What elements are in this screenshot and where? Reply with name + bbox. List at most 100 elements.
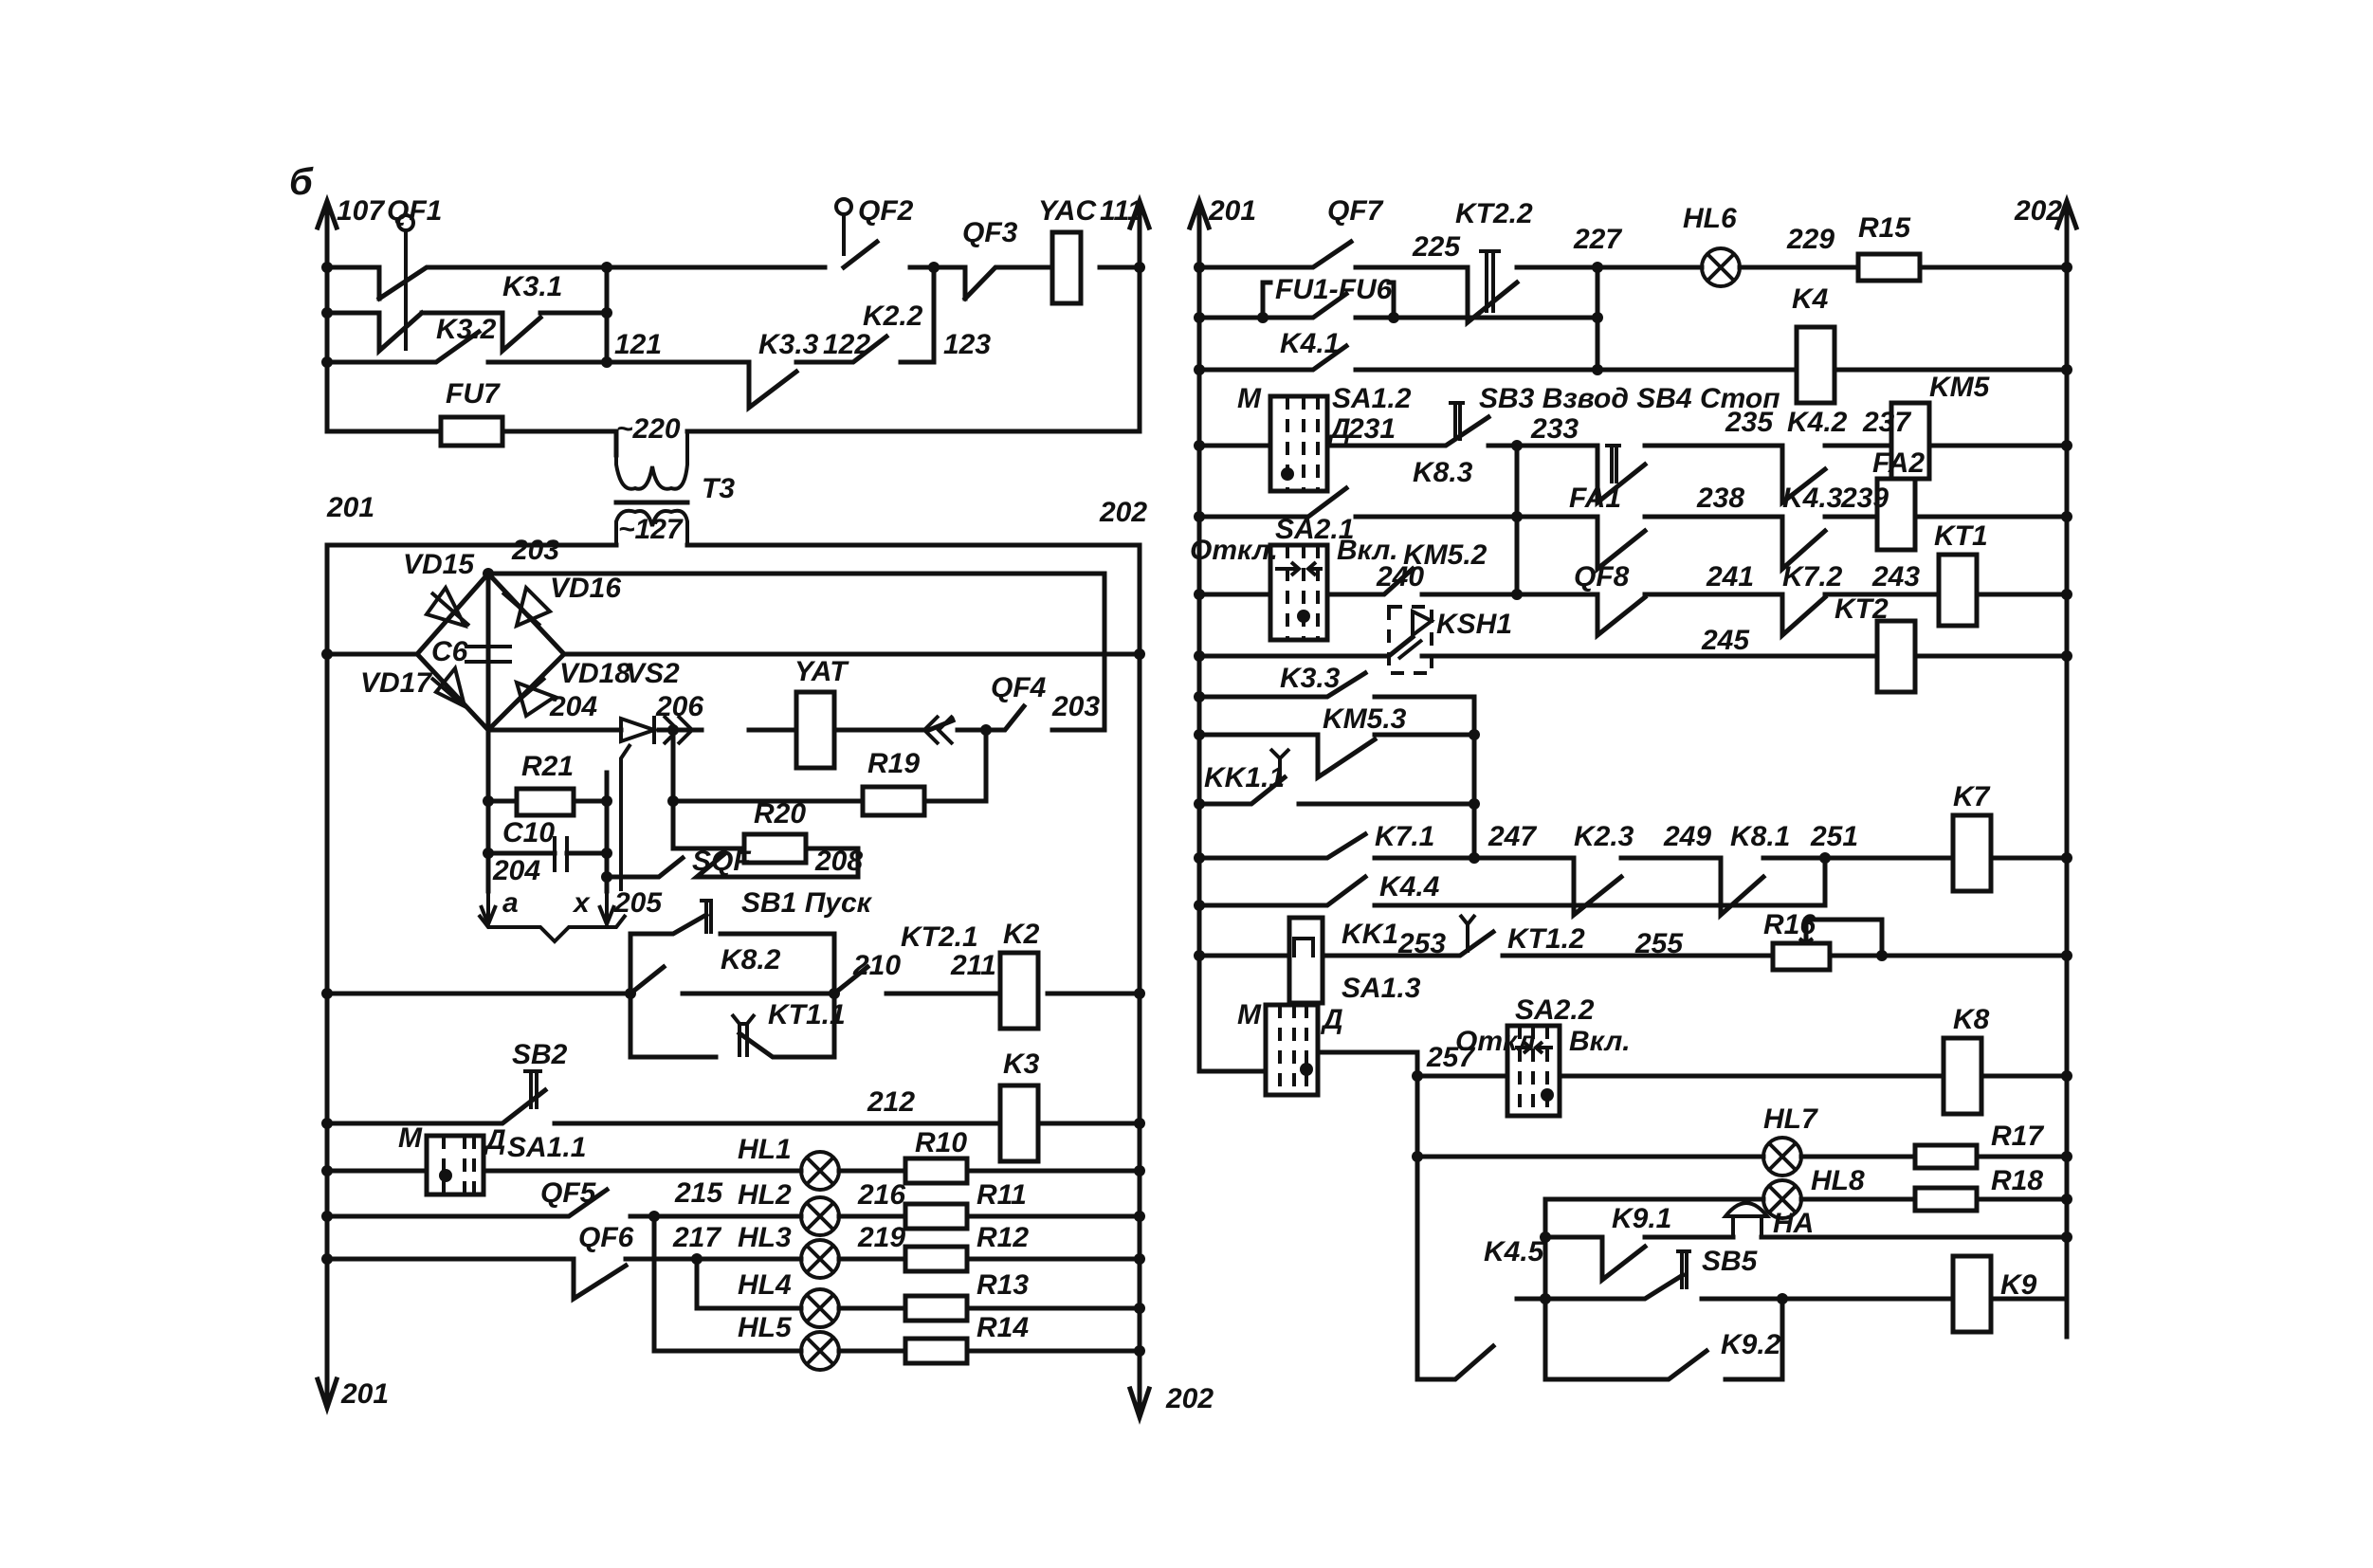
bus-201-right-vertical	[1186, 193, 1213, 1074]
thyristor-vs2	[619, 716, 661, 891]
label-k2: K2	[1003, 919, 1040, 950]
yac-coil	[1050, 229, 1084, 306]
k3-row-wire-2	[324, 1086, 1142, 1126]
label-sqf: SQF	[692, 846, 751, 877]
label-r14: R14	[977, 1312, 1029, 1343]
label-otkl-1: Откл.	[1190, 535, 1278, 566]
k7-row-wire	[1471, 855, 2070, 921]
label-r12: R12	[977, 1222, 1029, 1253]
k9-coil	[1950, 1253, 1994, 1335]
k8-row-wire	[1315, 1049, 2070, 1382]
t3-secondary-coil	[614, 508, 689, 545]
lamps-left	[799, 1150, 841, 1372]
k4-4-row-wire	[1196, 873, 1828, 908]
label-c10: C10	[502, 817, 555, 848]
kt1-row-wire	[1196, 514, 2070, 641]
label-sa1-3: SA1.3	[1342, 973, 1421, 1004]
kk1-1-thermal-mark	[1269, 747, 1291, 787]
hl8-row-wire	[1542, 1196, 2070, 1373]
label-x: x	[572, 887, 591, 919]
k4-coil	[1794, 324, 1837, 406]
label-kt1-2: KT1.2	[1507, 923, 1585, 955]
sa2-2-arrows	[1515, 1040, 1553, 1055]
label-kt1-1: KT1.1	[768, 999, 846, 1030]
sa1-1-position-dot	[439, 1169, 452, 1182]
c10-capacitor	[553, 836, 569, 872]
junctions-right	[1194, 262, 2072, 1304]
t3-primary-coil	[614, 431, 689, 491]
label-hl4: HL4	[738, 1269, 792, 1301]
label-node-238: 238	[1696, 483, 1744, 514]
label-vkl-2: Вкл.	[1569, 1026, 1631, 1057]
label-d-2: Д	[1320, 1004, 1343, 1035]
label-hl8: HL8	[1811, 1165, 1865, 1196]
label-km5-3: KM5.3	[1323, 703, 1407, 735]
yat-coil	[794, 689, 837, 771]
ksh1-symbol	[1396, 608, 1435, 661]
label-k8-1: K8.1	[1730, 821, 1790, 852]
c6-capacitor	[465, 645, 512, 664]
label-node-227: 227	[1573, 224, 1622, 255]
label-node-251: 251	[1810, 821, 1858, 852]
label-node-203: 203	[511, 535, 559, 566]
kt2-coil	[1874, 618, 1918, 695]
label-node-121: 121	[614, 329, 662, 360]
label-r18: R18	[1991, 1165, 2043, 1196]
label-sb3-sb4: SB3 Взвод SB4 Стоп	[1479, 383, 1780, 414]
label-r21: R21	[521, 751, 574, 782]
lamp-hl7	[1761, 1136, 1803, 1177]
label-k3-2: K3.2	[436, 314, 497, 345]
label-m: M	[398, 1122, 423, 1154]
label-k4-2: K4.2	[1787, 407, 1848, 438]
label-qf4: QF4	[991, 672, 1047, 703]
label-qf2: QF2	[858, 195, 914, 227]
label-node-211: 211	[950, 950, 996, 981]
label-r11: R11	[977, 1179, 1027, 1211]
ha-horn	[1721, 1201, 1772, 1237]
label-node-204b: 204	[492, 855, 540, 886]
label-202-right: 202	[2014, 195, 2062, 227]
label-kk1: KK1	[1342, 919, 1398, 950]
hl3-row-wire	[324, 1256, 1142, 1304]
junctions-left	[321, 262, 1145, 1357]
left-panel: б	[289, 161, 1214, 1425]
fu7-fuse	[438, 414, 505, 448]
kt1-1-timer-mark	[730, 1012, 757, 1057]
k8-3-row-wire	[1196, 484, 2070, 574]
label-km5-2: KM5.2	[1403, 539, 1488, 571]
lamp-hl1	[799, 1150, 841, 1192]
label-201: 201	[326, 492, 374, 523]
label-202: 202	[1099, 497, 1147, 528]
sa1-3-selector	[1263, 1002, 1321, 1098]
label-107: 107	[337, 195, 385, 227]
label-k9-1: K9.1	[1612, 1203, 1671, 1234]
r12-resistor	[903, 1244, 970, 1274]
label-node-219: 219	[857, 1222, 905, 1253]
label-vd17: VD17	[360, 667, 432, 699]
r16-rheostat	[1770, 940, 1833, 973]
label-km5: KM5	[1929, 372, 1991, 403]
label-k2-3: K2.3	[1574, 821, 1634, 852]
k3-3-row-wire	[324, 264, 937, 413]
lamp-hl5	[799, 1330, 841, 1372]
label-sa2-2: SA2.2	[1515, 994, 1595, 1026]
ha-row-wire	[1542, 1234, 2070, 1285]
diode-vd15	[423, 584, 471, 629]
k4-1-row-wire	[1196, 342, 2070, 373]
r18-resistor	[1912, 1185, 1980, 1213]
sb4-button	[1605, 444, 1621, 483]
label-yat: YAT	[794, 656, 849, 687]
label-node-257: 257	[1426, 1042, 1475, 1073]
diode-vd17	[429, 664, 467, 710]
k9-row-wire	[1514, 1271, 2070, 1382]
label-sa1-2: SA1.2	[1332, 383, 1412, 414]
label-node-249: 249	[1663, 821, 1711, 852]
label-kt1: KT1	[1934, 520, 1988, 552]
r13-resistor	[903, 1293, 970, 1323]
label-m-1: M	[1237, 383, 1262, 414]
qf2-handle	[834, 197, 853, 216]
label-node-231: 231	[1347, 413, 1396, 445]
resistors-left	[903, 1156, 970, 1366]
label-k7-1: K7.1	[1375, 821, 1434, 852]
label-qf1: QF1	[387, 195, 442, 227]
